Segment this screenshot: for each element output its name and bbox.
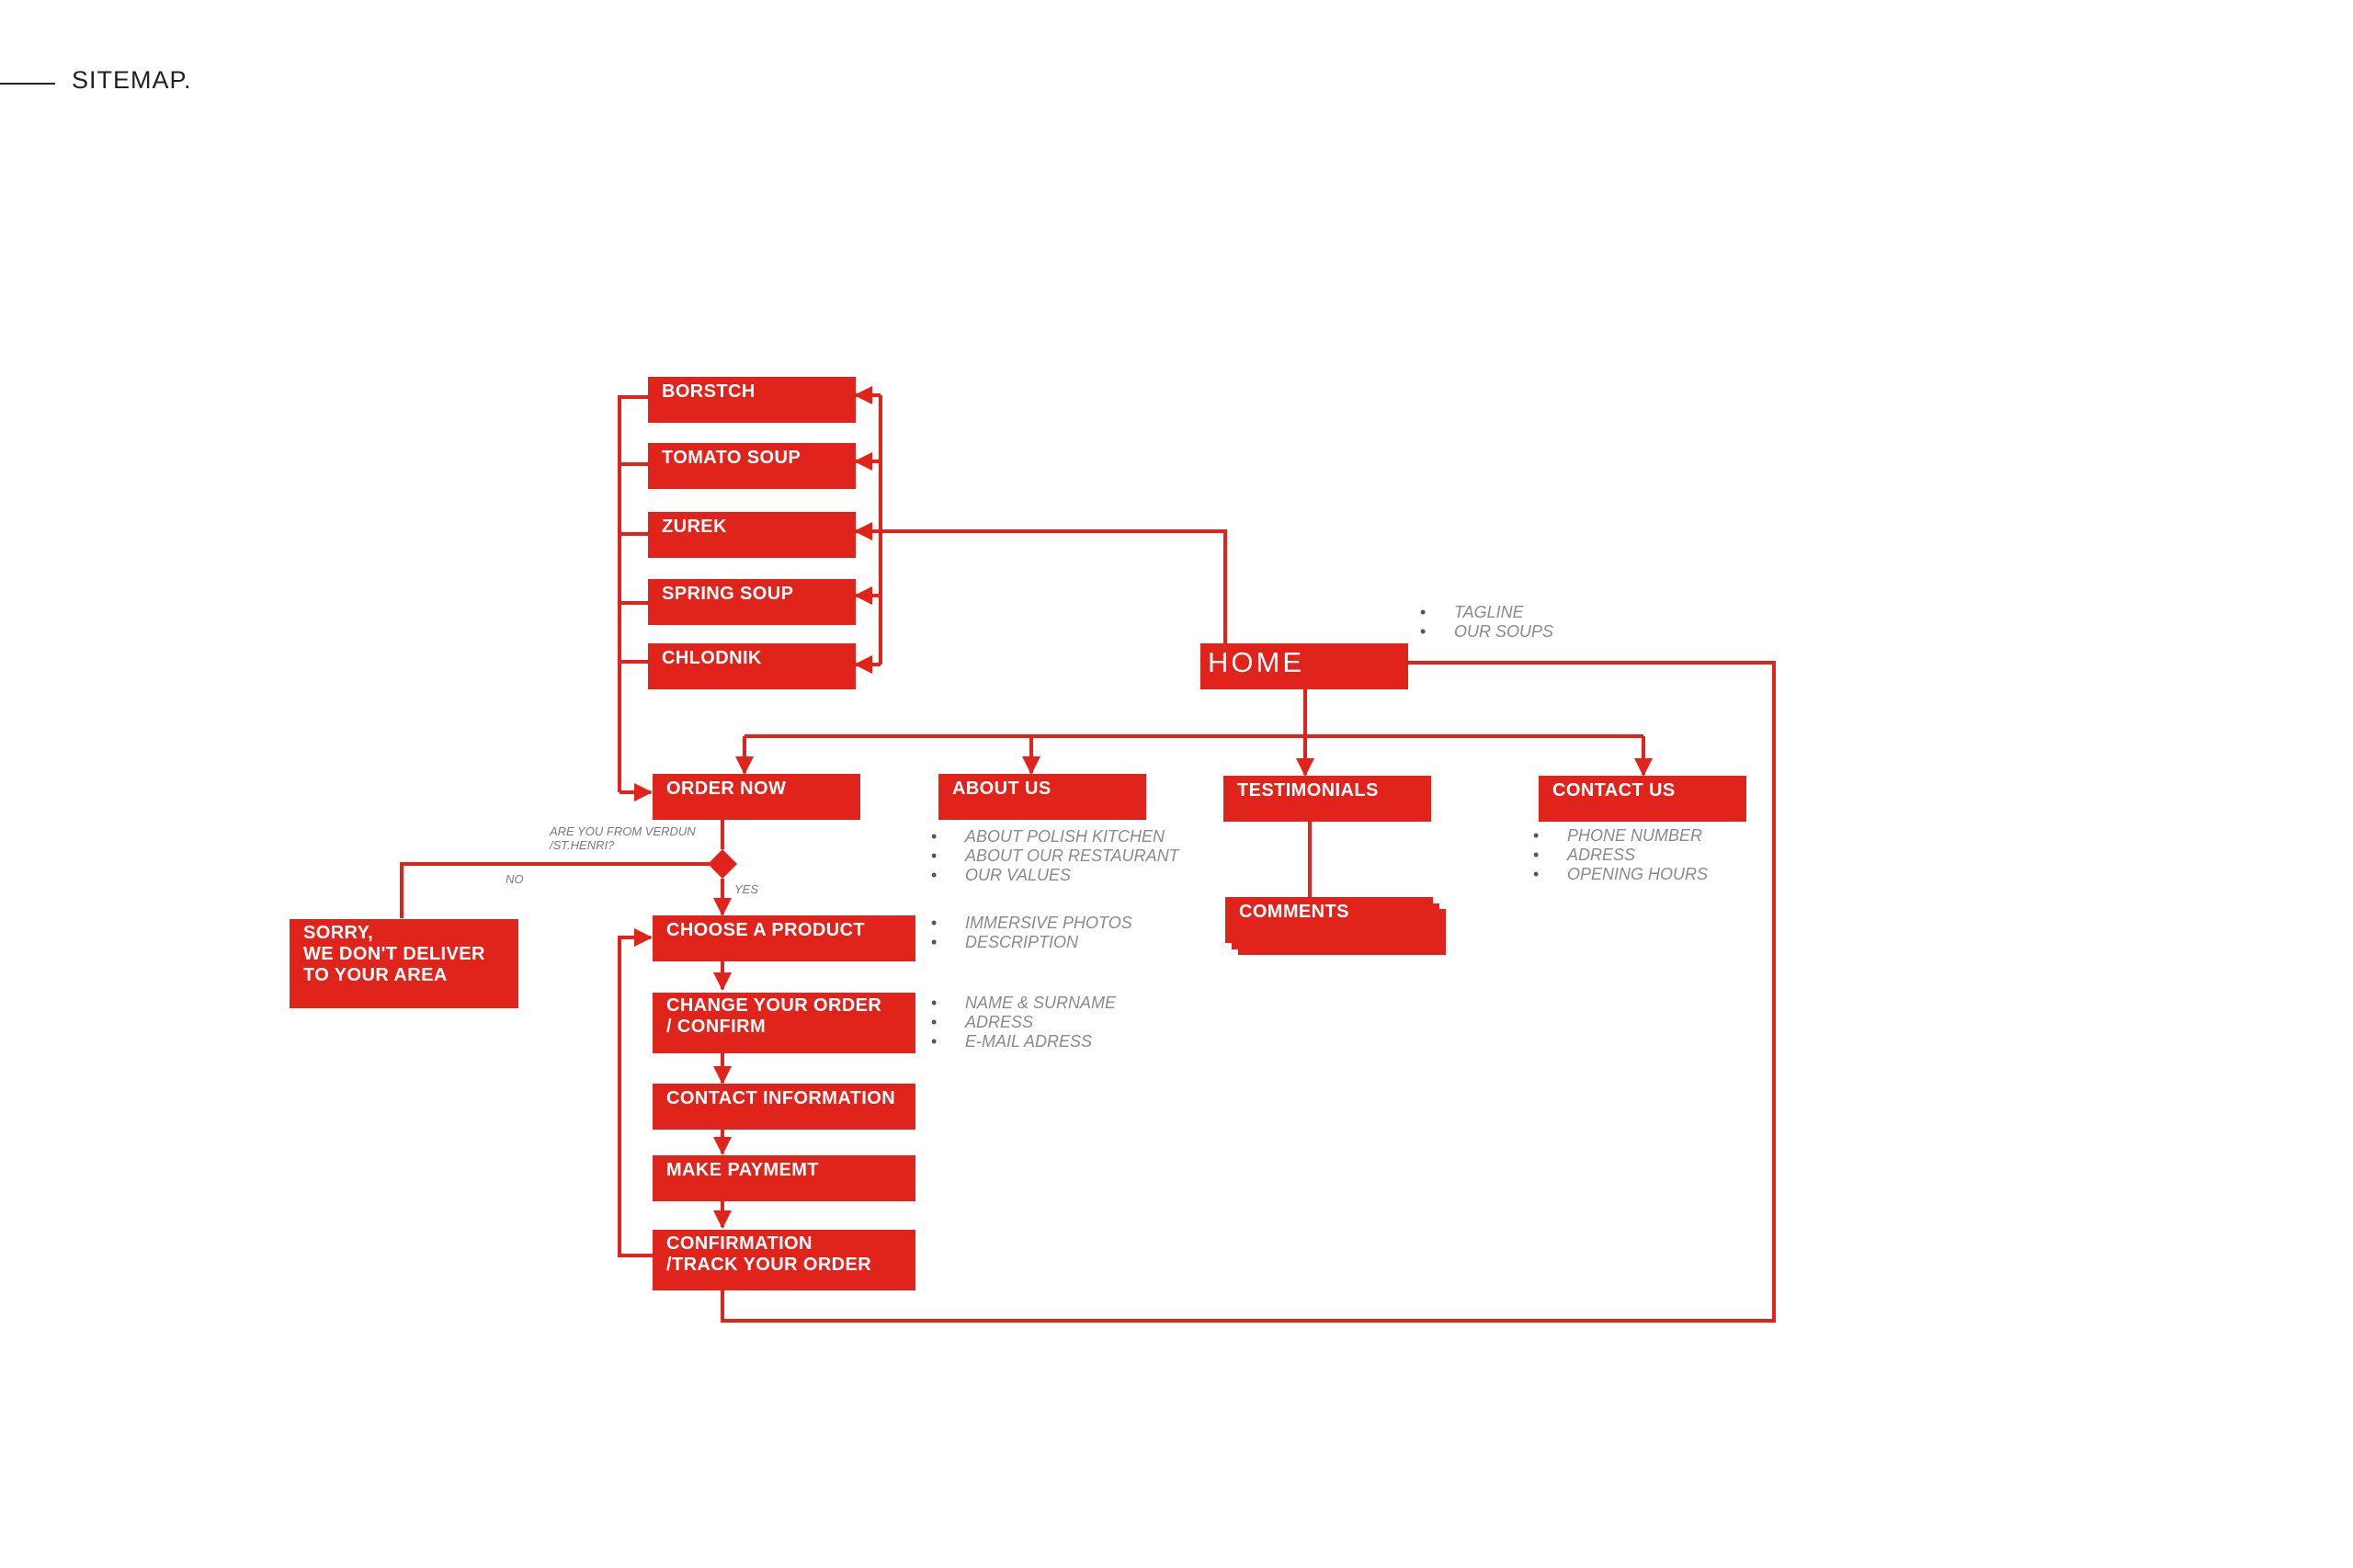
decision-diamond [708, 849, 737, 879]
note-item: IMMERSIVE PHOTOS [931, 914, 1132, 933]
arrow-home-to-zurek [854, 522, 1227, 643]
node-contact-information: CONTACT INFORMATION [653, 1084, 915, 1130]
header-rule [0, 83, 55, 85]
node-testimonials: TESTIMONIALS [1223, 776, 1431, 822]
notes-about-us: ABOUT POLISH KITCHEN ABOUT OUR RESTAURAN… [931, 827, 1179, 885]
decision-question: ARE YOU FROM VERDUN /ST.HENRI? [550, 824, 696, 852]
node-spring-soup: SPRING SOUP [648, 579, 856, 625]
note-item: E-MAIL ADRESS [931, 1032, 1116, 1051]
node-chlodnik: CHLODNIK [648, 643, 856, 689]
notes-change-order: NAME & SURNAME ADRESS E-MAIL ADRESS [931, 994, 1116, 1051]
node-change-order: CHANGE YOUR ORDER / CONFIRM [653, 993, 915, 1053]
note-item: OUR SOUPS [1420, 622, 1553, 642]
decision-no-branch [400, 862, 710, 918]
node-home: HOME [1200, 643, 1408, 689]
node-order-now: ORDER NOW [653, 774, 860, 820]
node-tomato-soup: TOMATO SOUP [648, 443, 856, 489]
decision-yes-label: YES [734, 882, 759, 896]
node-borstch: BORSTCH [648, 377, 856, 423]
note-item: PHONE NUMBER [1533, 826, 1708, 846]
note-item: TAGLINE [1420, 603, 1553, 622]
node-comments: COMMENTS [1225, 897, 1433, 943]
soup-bus-left [618, 395, 648, 792]
notes-choose-product: IMMERSIVE PHOTOS DESCRIPTION [931, 914, 1132, 952]
arrow-loop-to-choose [618, 928, 653, 1257]
note-item: ADRESS [931, 1013, 1116, 1032]
note-item: OUR VALUES [931, 866, 1179, 885]
note-item: DESCRIPTION [931, 933, 1132, 952]
notes-contact-us: PHONE NUMBER ADRESS OPENING HOURS [1533, 826, 1708, 884]
note-item: ABOUT OUR RESTAURANT [931, 846, 1179, 866]
node-choose-product: CHOOSE A PRODUCT [653, 915, 915, 961]
node-make-payment: MAKE PAYMEMT [653, 1155, 915, 1201]
note-item: OPENING HOURS [1533, 865, 1708, 884]
node-sorry: SORRY, WE DON'T DELIVER TO YOUR AREA [290, 919, 518, 1008]
decision-no-label: NO [506, 872, 524, 886]
note-item: NAME & SURNAME [931, 994, 1116, 1013]
node-about-us: ABOUT US [938, 774, 1146, 820]
note-item: ADRESS [1533, 846, 1708, 865]
node-confirmation: CONFIRMATION /TRACK YOUR ORDER [653, 1230, 915, 1290]
notes-home: TAGLINE OUR SOUPS [1420, 603, 1553, 642]
node-contact-us: CONTACT US [1539, 776, 1746, 822]
note-item: ABOUT POLISH KITCHEN [931, 827, 1179, 846]
page-title: SITEMAP. [72, 66, 192, 94]
confirmation-to-home [721, 661, 1776, 1323]
node-zurek: ZUREK [648, 512, 856, 558]
